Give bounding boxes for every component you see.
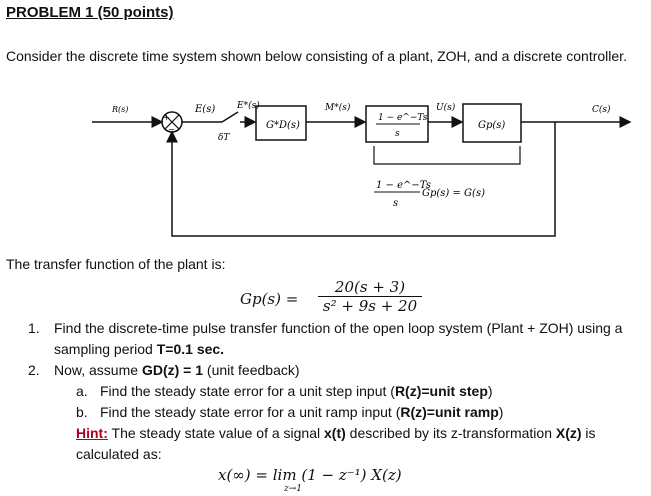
controller-block <box>255 105 307 141</box>
hint-signal: x(t) <box>324 425 346 441</box>
final-value-formula: x(∞) = lim (1 − z⁻¹) X(z) <box>218 466 402 484</box>
hint-label: Hint: <box>76 425 108 441</box>
controller-output-label: M*(s) <box>324 102 351 113</box>
input-label: R(s) <box>111 105 128 114</box>
sampler-switch <box>221 111 239 123</box>
feedback-line <box>166 122 556 237</box>
limit-subscript: z→1 <box>284 484 303 494</box>
zoh-den: s <box>395 129 400 139</box>
qa-line: Find the steady state error for a unit s… <box>100 383 493 399</box>
q1-line2: sampling period T=0.1 sec. <box>54 341 224 357</box>
tf-lhs: Gp(s) = <box>240 290 299 308</box>
hint-text2: described by its z-transformation <box>345 425 556 441</box>
q1-text: Find the discrete-time pulse transfer fu… <box>54 320 623 336</box>
qb-line: Find the steady state error for a unit r… <box>100 404 503 420</box>
plant-block <box>462 103 522 143</box>
tf-denominator: s² + 9s + 20 <box>318 296 422 315</box>
qa-close: ) <box>487 383 493 399</box>
hint-line: Hint: The steady state value of a signal… <box>76 425 596 441</box>
tf-numerator: 20(s + 3) <box>334 278 406 296</box>
qb-input: R(z)=unit ramp <box>400 404 499 420</box>
combined-den: s <box>393 198 398 209</box>
sampler-label: δT <box>218 133 230 143</box>
zoh-num: 1 − e^−Ts <box>378 113 428 123</box>
q1-number: 1. <box>28 320 40 336</box>
plant-input-label: U(s) <box>436 102 456 113</box>
hint-text: The steady state value of a signal <box>107 425 324 441</box>
qb-label: b. <box>76 404 88 420</box>
intro-text: Consider the discrete time system shown … <box>6 48 627 64</box>
group-bracket <box>373 146 521 165</box>
hint-line2: calculated as: <box>76 446 162 462</box>
q2-assumption: GD(z) = 1 <box>141 362 204 378</box>
zoh-block <box>365 105 429 143</box>
svg-text:−: − <box>168 125 175 134</box>
tf-fraction: 20(s + 3) s² + 9s + 20 <box>318 278 422 315</box>
block-diagram: R(s) + − E(s) δT E*(s) G*D(s) M*(s) 1 − … <box>92 100 632 237</box>
plant-label: Gp(s) <box>478 120 505 131</box>
qb-text: Find the steady state error for a unit r… <box>100 404 401 420</box>
qa-input: R(z)=unit step <box>394 383 488 399</box>
output-label: C(s) <box>592 104 611 115</box>
controller-label: G*D(s) <box>266 120 300 131</box>
qa-label: a. <box>76 383 88 399</box>
plant-intro: The transfer function of the plant is: <box>6 256 226 272</box>
q2-text: Now, assume <box>54 362 142 378</box>
error-label: E(s) <box>194 104 215 115</box>
q2-number: 2. <box>28 362 40 378</box>
q2-line: Now, assume GD(z) = 1 (unit feedback) <box>54 362 300 378</box>
hint-transform: X(z) <box>555 425 582 441</box>
svg-text:+: + <box>163 113 170 122</box>
qb-close: ) <box>498 404 504 420</box>
sampled-error-label: E*(s) <box>236 100 260 111</box>
problem-title: PROBLEM 1 (50 points) <box>6 4 174 21</box>
qa-text: Find the steady state error for a unit s… <box>100 383 395 399</box>
q2-rest: (unit feedback) <box>203 362 300 378</box>
q1-period: T=0.1 sec. <box>156 341 225 357</box>
combined-num: 1 − e^−Ts <box>376 180 431 191</box>
combined-rest: Gp(s) = G(s) <box>422 188 485 199</box>
summing-junction: + − <box>161 111 183 134</box>
hint-text3: is <box>581 425 596 441</box>
q1-text2: sampling period <box>54 341 157 357</box>
